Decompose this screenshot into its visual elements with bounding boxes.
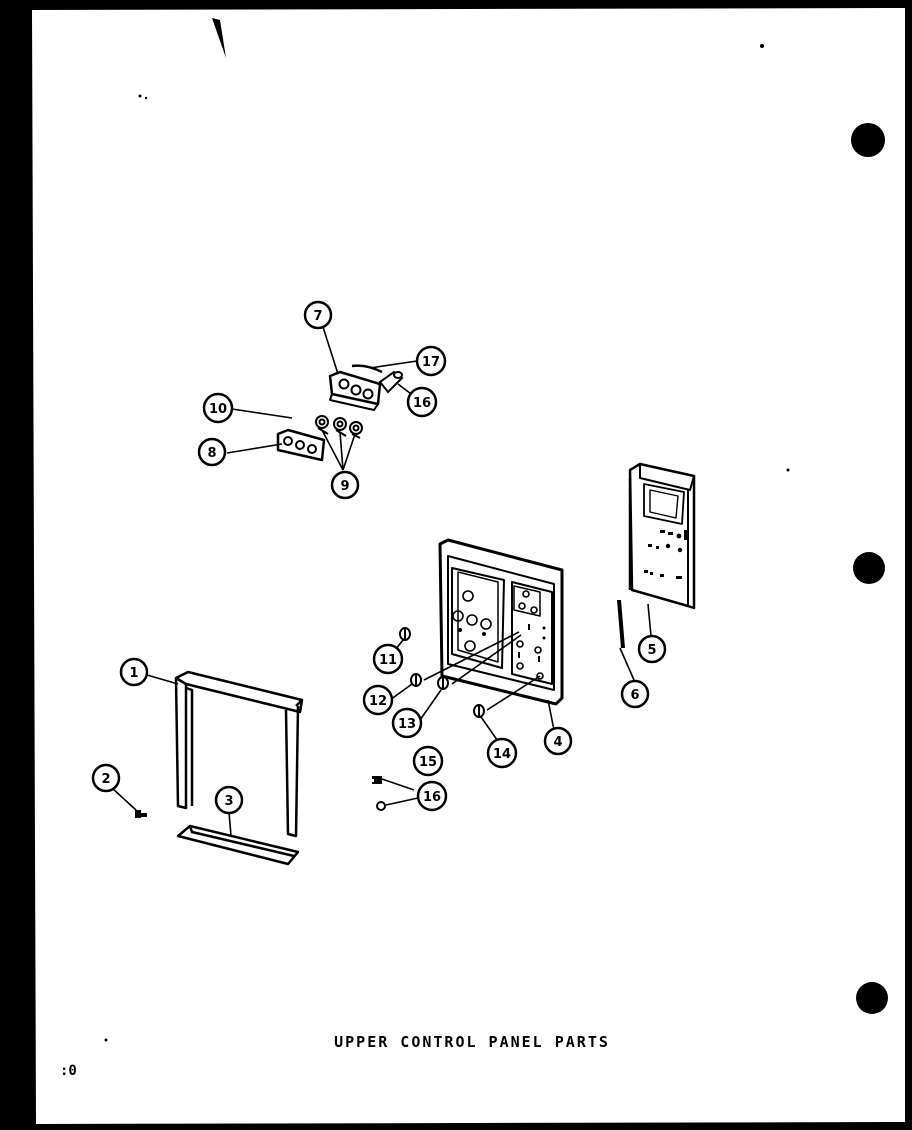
svg-text:7: 7 <box>313 309 322 324</box>
callout-6: 6 <box>620 679 650 709</box>
svg-text:15: 15 <box>419 755 437 770</box>
part-3-strip <box>176 824 300 866</box>
svg-text:9: 9 <box>340 479 349 494</box>
part-14-knob <box>473 704 485 718</box>
svg-text:3: 3 <box>224 794 233 809</box>
binder-hole-icon <box>851 123 885 157</box>
svg-text:10: 10 <box>209 402 227 417</box>
callout-1: 1 <box>119 657 149 687</box>
svg-text:17: 17 <box>422 355 440 370</box>
page-number: :0 <box>60 1063 77 1079</box>
callout-7: 7 <box>303 300 333 330</box>
callout-16-lower: 16 <box>416 780 448 812</box>
svg-text:14: 14 <box>493 747 511 762</box>
scan-specks <box>6 18 790 1042</box>
svg-text:16: 16 <box>413 396 431 411</box>
callout-4: 4 <box>543 726 573 756</box>
callout-13: 13 <box>391 707 423 739</box>
part-13-knob <box>437 676 449 690</box>
svg-text:1: 1 <box>129 666 138 681</box>
part-6-rod <box>617 600 625 648</box>
callout-17: 17 <box>415 345 447 377</box>
svg-text:4: 4 <box>553 735 562 750</box>
svg-text:11: 11 <box>379 653 397 668</box>
svg-text:6: 6 <box>630 688 639 703</box>
part-11-knob <box>399 627 411 641</box>
callout-5: 5 <box>637 634 667 664</box>
callouts: 1 2 3 4 5 6 7 8 9 10 11 12 13 14 15 16 1… <box>91 300 667 815</box>
svg-text:13: 13 <box>398 717 416 732</box>
callout-12: 12 <box>362 684 394 716</box>
part-9-knobs <box>315 415 363 439</box>
part-2-screw <box>135 810 147 818</box>
part-5-side-panel <box>628 462 696 610</box>
part-4-control-panel <box>438 538 564 706</box>
part-17-wire <box>351 364 383 374</box>
callout-8: 8 <box>197 437 227 467</box>
part-15-screw <box>370 776 382 784</box>
binder-hole-icon <box>856 982 888 1014</box>
part-1-frame <box>174 670 304 838</box>
callout-3: 3 <box>214 785 244 815</box>
callout-10: 10 <box>202 392 234 424</box>
diagram-caption: UPPER CONTROL PANEL PARTS <box>334 1033 610 1051</box>
callout-11: 11 <box>372 643 404 675</box>
svg-text:2: 2 <box>101 772 110 787</box>
callout-2: 2 <box>91 763 121 793</box>
svg-text:8: 8 <box>207 446 216 461</box>
callout-9: 9 <box>330 470 360 500</box>
callout-14: 14 <box>486 737 518 769</box>
part-16-nut <box>376 801 386 811</box>
callout-16-upper: 16 <box>406 386 438 418</box>
part-8-plate <box>276 428 326 462</box>
part-18-sleeve <box>378 370 404 394</box>
svg-text:16: 16 <box>423 790 441 805</box>
svg-text:5: 5 <box>647 643 656 658</box>
svg-text:12: 12 <box>369 694 387 709</box>
binder-hole-icon <box>853 552 885 584</box>
callout-15: 15 <box>412 745 444 777</box>
part-12-knob <box>410 673 422 687</box>
